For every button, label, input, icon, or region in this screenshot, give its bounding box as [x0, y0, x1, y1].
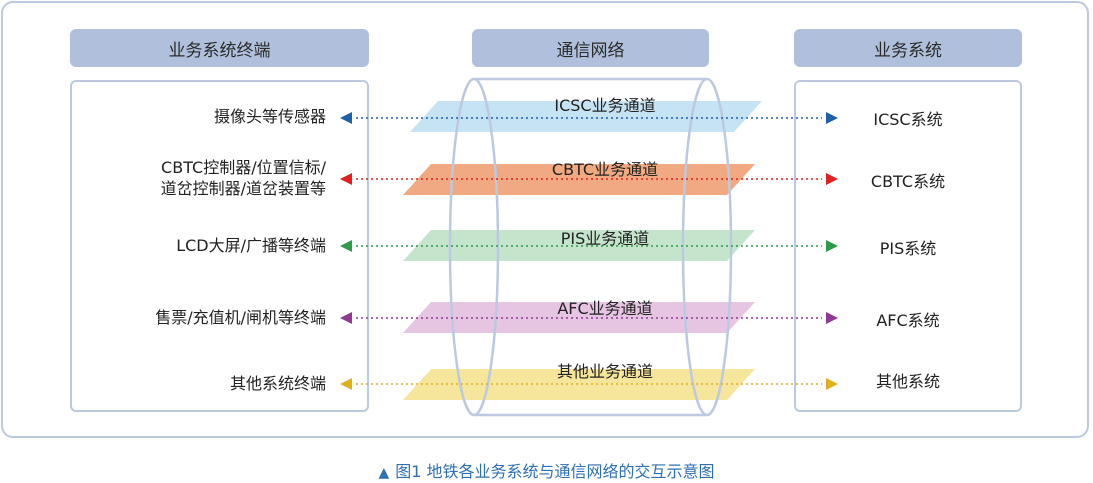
arrowhead-right-afc [826, 312, 838, 324]
terminal-label-afc: 售票/充值机/闸机等终端 [155, 307, 326, 328]
channel-label-other: 其他业务通道 [556, 362, 653, 381]
channel-band-other [403, 369, 755, 400]
header-systems: 业务系统 [794, 29, 1022, 67]
systems-box [794, 80, 1022, 412]
terminal-label-cbtc: CBTC控制器/位置信标/ 道岔控制器/道岔装置等 [161, 157, 326, 199]
terminal-label-icsc: 摄像头等传感器 [214, 106, 326, 127]
triangle-icon: ▲ [378, 465, 390, 481]
channel-band-icsc [410, 101, 762, 132]
arrowhead-left-afc [340, 312, 352, 324]
diagram-frame [1, 1, 1089, 438]
terminal-line: 售票/充值机/闸机等终端 [155, 308, 326, 327]
terminal-line: 其他系统终端 [229, 374, 326, 393]
system-label-afc: AFC系统 [876, 311, 940, 330]
arrowhead-right-pis [826, 240, 838, 252]
arrowhead-right-icsc [826, 112, 838, 124]
terminal-line: CBTC控制器/位置信标/ [161, 158, 326, 177]
channel-band-cbtc [403, 164, 755, 195]
caption-text: 图1 地铁各业务系统与通信网络的交互示意图 [395, 462, 715, 481]
terminal-line: 道岔控制器/道岔装置等 [160, 179, 326, 198]
channel-label-afc: AFC业务通道 [557, 299, 653, 318]
arrowhead-left-icsc [340, 112, 352, 124]
arrowhead-left-other [340, 378, 352, 390]
terminal-label-other: 其他系统终端 [230, 373, 326, 394]
channel-label-pis: PIS业务通道 [560, 229, 650, 248]
terminal-label-pis: LCD大屏/广播等终端 [176, 235, 326, 256]
header-terminals-label: 业务系统终端 [168, 40, 271, 61]
arrowhead-left-pis [340, 240, 352, 252]
system-label-other: 其他系统 [875, 372, 940, 391]
header-terminals: 业务系统终端 [70, 29, 369, 67]
channel-bands [403, 101, 762, 400]
header-network-label: 通信网络 [556, 40, 625, 61]
system-label-pis: PIS系统 [879, 239, 937, 258]
terminal-line: LCD大屏/广播等终端 [176, 236, 326, 255]
system-label-cbtc: CBTC系统 [870, 172, 946, 191]
header-network: 通信网络 [472, 29, 709, 67]
terminal-line: 摄像头等传感器 [213, 107, 326, 126]
arrowhead-right-cbtc [826, 173, 838, 185]
figure-caption: ▲ 图1 地铁各业务系统与通信网络的交互示意图 [0, 458, 1093, 482]
header-systems-label: 业务系统 [874, 40, 942, 61]
channel-band-afc [403, 302, 755, 333]
channel-band-pis [403, 230, 755, 261]
system-label-icsc: ICSC系统 [873, 110, 943, 129]
channel-label-cbtc: CBTC业务通道 [551, 160, 659, 179]
channel-label-icsc: ICSC业务通道 [554, 96, 656, 115]
network-cylinder [448, 77, 733, 417]
arrowhead-right-other [826, 378, 838, 390]
channel-arrows [340, 112, 838, 390]
arrowhead-left-cbtc [340, 173, 352, 185]
